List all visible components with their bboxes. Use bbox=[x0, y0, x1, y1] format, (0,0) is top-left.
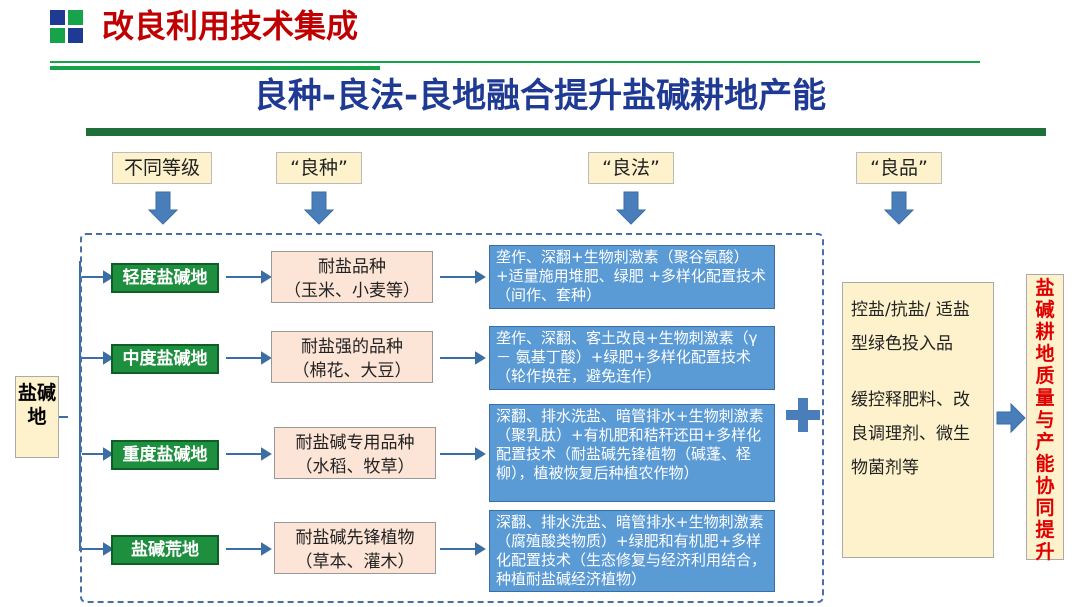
arrow-head-icon bbox=[261, 270, 272, 284]
down-arrow-icon bbox=[303, 191, 335, 225]
saline-land-label: 盐碱地 bbox=[15, 376, 59, 458]
header-divider bbox=[50, 61, 980, 63]
diagram-subtitle: 良种-良法-良地融合提升盐碱耕地产能 bbox=[253, 76, 827, 116]
variety-examples: （草本、灌木） bbox=[295, 552, 415, 572]
variety-examples: （棉花、大豆） bbox=[292, 361, 412, 381]
level-severe: 重度盐碱地 bbox=[111, 440, 219, 470]
arrow-head-icon bbox=[103, 351, 114, 365]
down-arrow-icon bbox=[883, 191, 915, 225]
arrow-head-icon bbox=[103, 270, 114, 284]
subtitle-divider bbox=[86, 128, 1046, 136]
arrow-head-icon bbox=[103, 447, 114, 461]
down-arrow-icon bbox=[147, 191, 179, 225]
arrow-head-icon bbox=[475, 447, 486, 461]
level-light: 轻度盐碱地 bbox=[111, 263, 219, 293]
technique-group-frame bbox=[80, 233, 824, 603]
arrow-head-icon bbox=[475, 351, 486, 365]
grid-logo-icon bbox=[50, 10, 84, 44]
variety-name: 耐盐碱先锋植物 bbox=[295, 528, 415, 548]
column-header-product: “良品” bbox=[856, 152, 942, 184]
level-wasteland: 盐碱荒地 bbox=[111, 535, 219, 565]
product-line-salt-control: 控盐/抗盐/ 适盐型绿色投入品 bbox=[851, 300, 970, 354]
plus-icon bbox=[786, 398, 820, 432]
side-bracket bbox=[59, 261, 81, 551]
variety-box-light: 耐盐品种 （玉米、小麦等） bbox=[271, 251, 433, 303]
arrow-head-icon bbox=[261, 542, 272, 556]
level-moderate: 中度盐碱地 bbox=[111, 344, 219, 374]
variety-box-severe: 耐盐碱专用品种 （水稻、牧草） bbox=[274, 427, 436, 479]
right-arrow-icon bbox=[996, 402, 1026, 434]
variety-examples: （水稻、牧草） bbox=[295, 457, 415, 477]
method-box-light: 垄作、深翻+生物刺激素（聚谷氨酸）+适量施用堆肥、绿肥 +多样化配置技术（间作、… bbox=[489, 245, 775, 309]
header-divider-accent bbox=[50, 66, 380, 70]
variety-name: 耐盐品种 bbox=[318, 257, 386, 277]
page-title: 改良利用技术集成 bbox=[102, 7, 359, 45]
variety-name: 耐盐强的品种 bbox=[301, 337, 403, 357]
arrow-head-icon bbox=[261, 351, 272, 365]
method-box-wasteland: 深翻、排水洗盐、暗管排水+生物刺激素（腐殖酸类物质）+绿肥和有机肥+多样化配置技… bbox=[489, 510, 775, 592]
arrow-head-icon bbox=[261, 447, 272, 461]
arrow-head-icon bbox=[475, 542, 486, 556]
method-box-severe: 深翻、排水洗盐、暗管排水+生物刺激素（聚乳肽）+有机肥和秸秆还田+多样化配置技术… bbox=[489, 404, 775, 502]
arrow-head-icon bbox=[103, 542, 114, 556]
column-header-variety: “良种” bbox=[276, 152, 362, 184]
column-header-grade: 不同等级 bbox=[112, 152, 212, 184]
variety-box-wasteland: 耐盐碱先锋植物 （草本、灌木） bbox=[274, 522, 436, 574]
variety-name: 耐盐碱专用品种 bbox=[295, 433, 415, 453]
variety-examples: （玉米、小麦等） bbox=[284, 281, 420, 301]
product-line-fertilizers: 缓控释肥料、改良调理剂、微生物菌剂等 bbox=[851, 390, 970, 478]
variety-box-moderate: 耐盐强的品种 （棉花、大豆） bbox=[271, 331, 433, 383]
arrow-head-icon bbox=[475, 270, 486, 284]
outcome-label: 盐碱耕地质量与产能协同提升 bbox=[1026, 274, 1064, 563]
down-arrow-icon bbox=[615, 191, 647, 225]
method-box-moderate: 垄作、深翻、客土改良+生物刺激素（γ － 氨基丁酸）+绿肥+多样化配置技术（轮作… bbox=[489, 326, 775, 390]
column-header-method: “良法” bbox=[588, 152, 674, 184]
green-input-products-box: 控盐/抗盐/ 适盐型绿色投入品 缓控释肥料、改良调理剂、微生物菌剂等 bbox=[842, 282, 994, 558]
